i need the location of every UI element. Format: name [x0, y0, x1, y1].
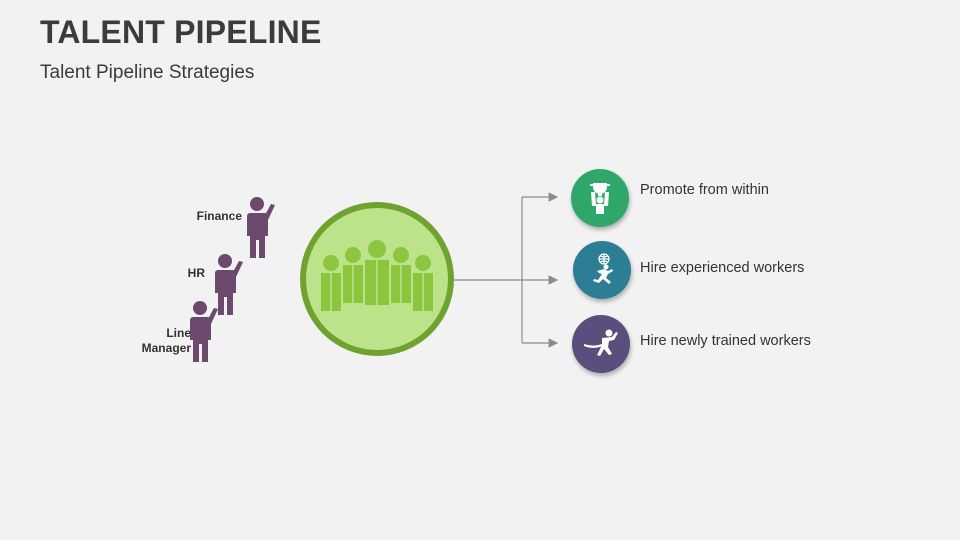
trophy-person-icon [571, 169, 629, 227]
strategy-label-experienced: Hire experienced workers [640, 260, 805, 276]
globe-runner-icon [573, 241, 631, 299]
finish-line-runner-icon [572, 315, 630, 373]
strategy-label-newly-trained: Hire newly trained workers [640, 333, 811, 349]
team-hub-circle [300, 202, 454, 356]
person-raising-hand-icon [244, 196, 278, 265]
team-group-icon [321, 240, 433, 311]
role-label-finance: Finance [196, 209, 242, 223]
page-subtitle: Talent Pipeline Strategies [40, 62, 255, 83]
role-label-hr: HR [187, 266, 205, 280]
page-title: TALENT PIPELINE [40, 14, 322, 50]
person-raising-hand-icon [187, 300, 221, 369]
role-label-line-manager: Line Manager [141, 326, 191, 355]
strategy-label-promote: Promote from within [640, 182, 769, 198]
person-raising-hand-icon [212, 253, 246, 322]
